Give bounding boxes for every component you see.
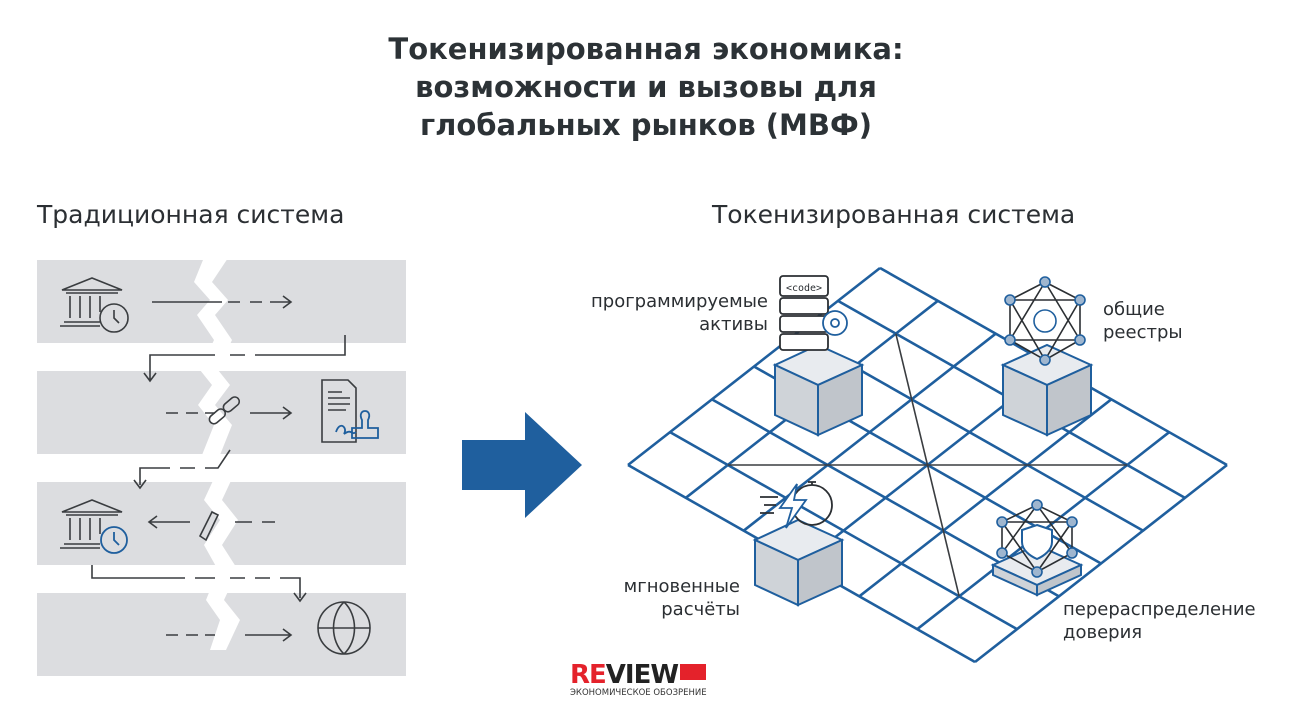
label-line: программируемые — [591, 291, 768, 312]
label-shared-ledgers: общие реестры — [1103, 298, 1183, 344]
code-tag: <code> — [786, 283, 822, 294]
label-line: общие — [1103, 299, 1165, 320]
lightning-stopwatch-icon — [760, 481, 833, 529]
logo-subtitle: ЭКОНОМИЧЕСКОЕ ОБОЗРЕНИЕ — [570, 688, 707, 698]
chain-link-icon — [208, 396, 241, 425]
logo-uz: UZ — [680, 664, 707, 680]
label-instant-settlement: мгновенные расчёты — [540, 575, 740, 621]
clock-icon — [100, 526, 128, 554]
label-line: доверия — [1063, 622, 1143, 643]
connector-line — [895, 333, 960, 597]
grid-line — [974, 463, 1228, 664]
bank-clock-icon — [60, 499, 123, 549]
network-sync-icon — [1004, 276, 1086, 366]
platform-trust — [990, 543, 1084, 597]
label-programmable-assets: программируемые активы — [572, 290, 768, 336]
stamp-icon — [351, 410, 379, 439]
globe-icon — [317, 601, 371, 655]
document-stamp-icon — [321, 379, 357, 443]
title-line: возможности и вызовы для — [415, 70, 877, 104]
title-line: глобальных рынков (МВФ) — [419, 108, 873, 142]
bank-clock-icon — [60, 277, 129, 333]
label-line: мгновенные — [623, 576, 740, 597]
label-trust-redistribution: перераспределение доверия — [1063, 598, 1256, 644]
crack-gap — [194, 255, 240, 650]
traditional-heading: Традиционная система — [37, 200, 345, 229]
tokenized-heading: Токенизированная система — [712, 200, 1076, 229]
label-line: перераспределение — [1063, 599, 1256, 620]
transition-arrow-icon — [462, 412, 582, 518]
server-code-icon — [779, 275, 848, 351]
cube-programmable — [772, 343, 865, 437]
title-line: Токенизированная экономика: — [388, 32, 904, 66]
label-line: активы — [699, 314, 768, 335]
cube-settlement — [752, 518, 845, 607]
logo-view: VIEW — [605, 660, 679, 690]
shield-network-icon — [996, 499, 1078, 578]
page-title: Токенизированная экономика: возможности … — [0, 30, 1292, 144]
label-line: реестры — [1103, 322, 1183, 343]
label-line: расчёты — [661, 599, 740, 620]
signature — [335, 424, 357, 435]
logo-re: RE — [570, 660, 607, 690]
